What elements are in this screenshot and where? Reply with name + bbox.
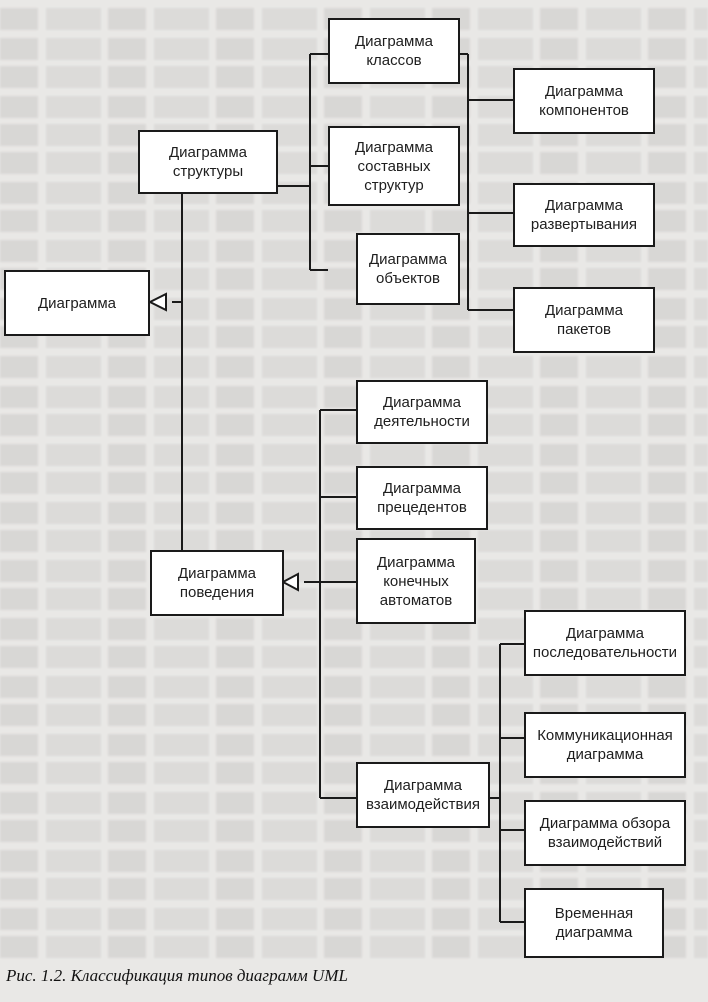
object-diagram-node: Диаграмма объектов bbox=[356, 233, 460, 305]
root-diagram-node: Диаграмма bbox=[4, 270, 150, 336]
class-diagram-node: Диаграмма классов bbox=[328, 18, 460, 84]
activity-diagram-node: Диаграмма деятельности bbox=[356, 380, 488, 444]
structure-diagram-node: Диаграмма структуры bbox=[138, 130, 278, 194]
state-machine-diagram-node: Диаграмма конечных автоматов bbox=[356, 538, 476, 624]
composite-structure-diagram-node: Диаграмма составных структур bbox=[328, 126, 460, 206]
component-diagram-node: Диаграмма компонентов bbox=[513, 68, 655, 134]
figure-caption: Рис. 1.2. Классификация типов диаграмм U… bbox=[6, 966, 348, 985]
interaction-overview-diagram-node: Диаграмма обзора взаимодействий bbox=[524, 800, 686, 866]
package-diagram-node: Диаграмма пакетов bbox=[513, 287, 655, 353]
interaction-diagram-node: Диаграмма взаимодействия bbox=[356, 762, 490, 828]
sequence-diagram-node: Диаграмма последовательности bbox=[524, 610, 686, 676]
timing-diagram-node: Временная диаграмма bbox=[524, 888, 664, 958]
behavior-diagram-node: Диаграмма поведения bbox=[150, 550, 284, 616]
communication-diagram-node: Коммуникационная диаграмма bbox=[524, 712, 686, 778]
use-case-diagram-node: Диаграмма прецедентов bbox=[356, 466, 488, 530]
deployment-diagram-node: Диаграмма развертывания bbox=[513, 183, 655, 247]
